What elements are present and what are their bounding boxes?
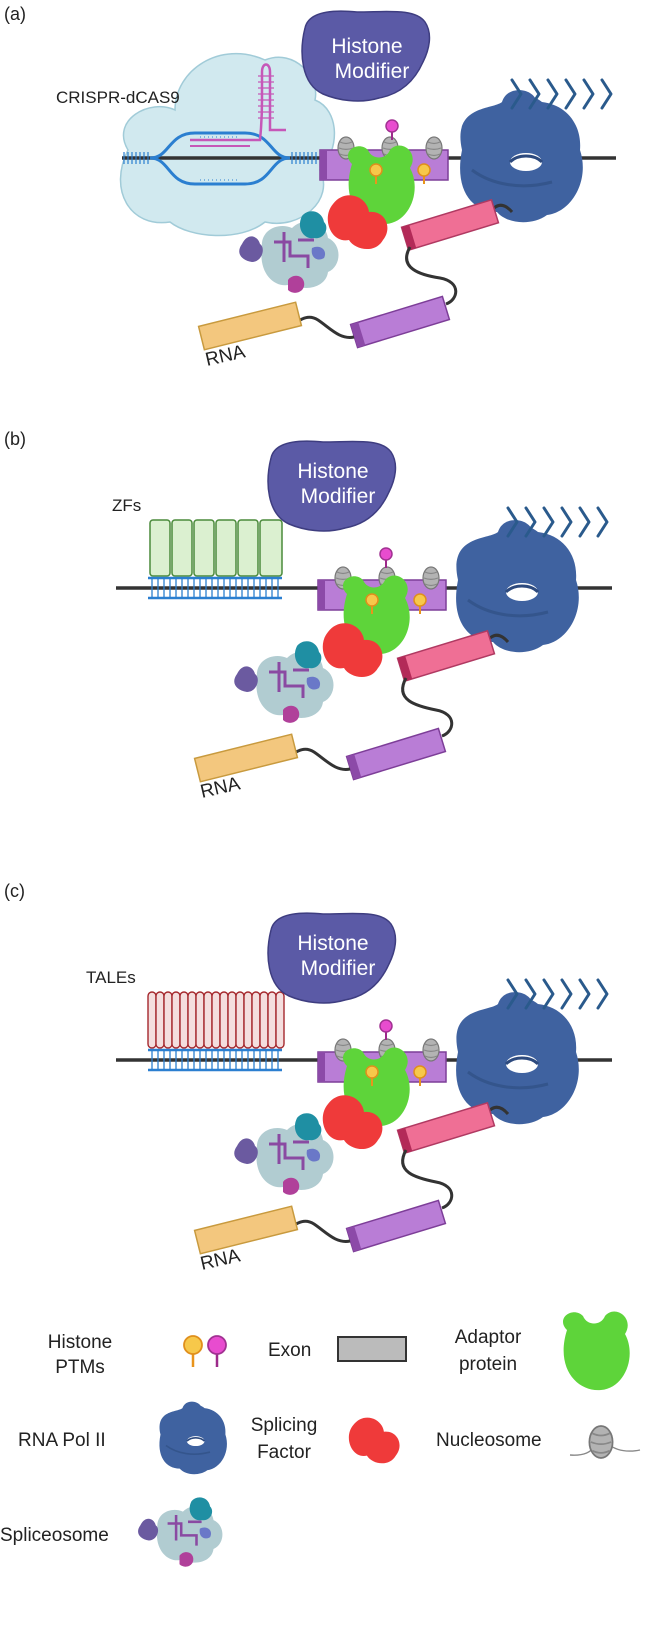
rna-pol-ii bbox=[454, 990, 581, 1126]
legend-splicing-label-2: Factor bbox=[257, 1442, 312, 1463]
panel-b: (b) ZFs Histone Modifier bbox=[4, 429, 612, 803]
exon-pink bbox=[396, 1101, 496, 1155]
legend-adaptor-label-2: protein bbox=[459, 1354, 517, 1375]
panel-c: (c) TALEs Histo bbox=[4, 881, 612, 1275]
panel-label: (c) bbox=[4, 881, 25, 901]
spliceosome bbox=[232, 1111, 335, 1197]
legend-rna-pol-ii-label: RNA Pol II bbox=[18, 1430, 106, 1451]
ptm-magenta-icon bbox=[379, 1019, 393, 1041]
legend-histone-ptms-label-1: Histone bbox=[48, 1332, 112, 1353]
tales bbox=[147, 991, 285, 1049]
panel-label: (b) bbox=[4, 429, 26, 449]
editor-label: CRISPR-dCAS9 bbox=[56, 88, 180, 107]
histone-modifier-label-1: Histone bbox=[297, 932, 368, 955]
exon-yellow bbox=[193, 1205, 299, 1255]
dcas9-cloud bbox=[119, 53, 336, 237]
histone-modifier-label-1: Histone bbox=[331, 35, 402, 58]
ptm-magenta-icon bbox=[379, 547, 393, 569]
nucleosome-legend-icon bbox=[569, 1425, 641, 1459]
exon-yellow bbox=[197, 301, 303, 351]
spliceosome-legend-icon bbox=[136, 1496, 224, 1568]
rna-pol-ii bbox=[458, 88, 585, 224]
ptm-yellow-icon bbox=[417, 163, 431, 185]
exon-purple bbox=[345, 727, 447, 781]
panel-label: (a) bbox=[4, 4, 26, 24]
nucleosome-icon bbox=[422, 566, 440, 590]
exon-purple bbox=[345, 1199, 447, 1253]
exon-pink bbox=[400, 198, 500, 252]
editor-label: TALEs bbox=[86, 968, 136, 987]
ptm-yellow-icon bbox=[413, 1065, 427, 1087]
splicing-factor-legend-icon bbox=[348, 1417, 400, 1464]
legend-adaptor-label-1: Adaptor bbox=[455, 1327, 522, 1348]
histone-modifier-label-2: Modifier bbox=[301, 957, 376, 980]
histone-modifier-label-1: Histone bbox=[297, 460, 368, 483]
legend-nucleosome-label: Nucleosome bbox=[436, 1430, 542, 1451]
legend-splicing-label-1: Splicing bbox=[251, 1415, 318, 1436]
spliceosome bbox=[232, 639, 335, 725]
rna-pol-ii bbox=[454, 518, 581, 654]
nucleosome-icon bbox=[422, 1038, 440, 1062]
exon-purple bbox=[349, 295, 451, 349]
legend: Histone PTMs Exon Adaptor protein RNA Po… bbox=[0, 1311, 641, 1568]
legend-spliceosome-label: Spliceosome bbox=[0, 1525, 109, 1546]
histone-modifier-label-2: Modifier bbox=[335, 60, 410, 83]
exon-legend-icon bbox=[337, 1336, 407, 1362]
ptm-yellow-icon bbox=[413, 593, 427, 615]
panel-a: (a) CRISPR-dCAS9 Histone Modifier bbox=[4, 4, 616, 371]
nucleosome-icon bbox=[425, 136, 443, 160]
adaptor-legend-icon bbox=[563, 1311, 630, 1391]
guide-rna bbox=[190, 63, 286, 142]
editor-label: ZFs bbox=[112, 496, 141, 515]
zinc-fingers bbox=[149, 519, 283, 577]
ptm-legend-icon bbox=[183, 1335, 227, 1367]
legend-histone-ptms-label-2: PTMs bbox=[55, 1357, 105, 1378]
dna-binding-site bbox=[148, 576, 282, 600]
dna-binding-site bbox=[148, 1048, 282, 1072]
exon-yellow bbox=[193, 733, 299, 783]
legend-exon-label: Exon bbox=[268, 1340, 311, 1361]
histone-modifier-label-2: Modifier bbox=[301, 485, 376, 508]
rna-pol-ii-legend-icon bbox=[158, 1400, 228, 1476]
exon-pink bbox=[396, 629, 496, 683]
dna-bubble bbox=[149, 131, 291, 160]
